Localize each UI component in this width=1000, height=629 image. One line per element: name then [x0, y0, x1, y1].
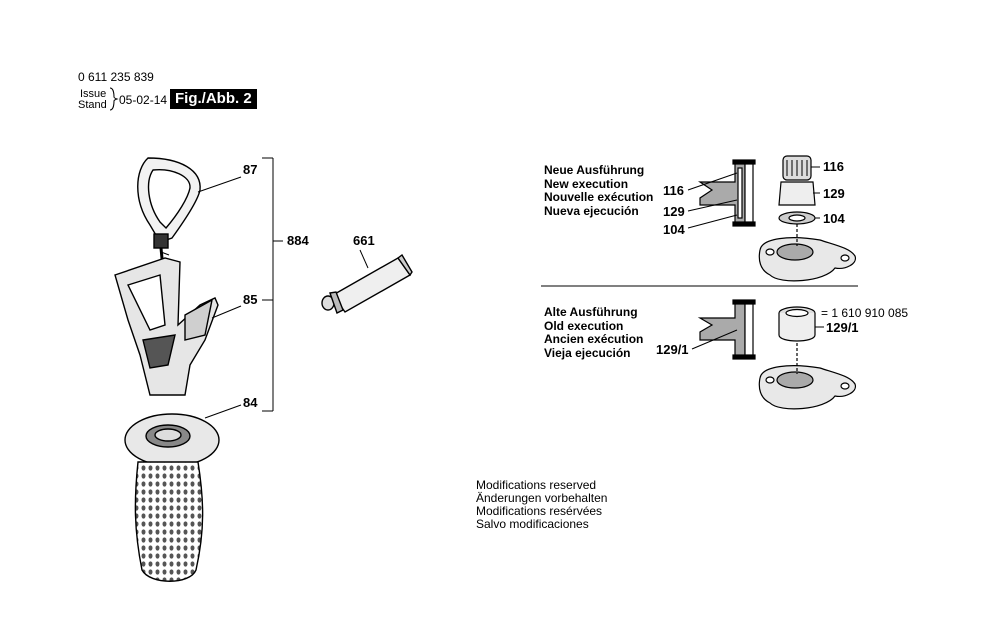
old-exploded-parts-drawing: [758, 306, 857, 410]
grip-part-drawing: [124, 413, 220, 582]
new-cross-section-drawing: [698, 159, 756, 227]
callout-84: 84: [243, 395, 258, 410]
old-right-129-1: 129/1: [826, 320, 859, 335]
old-cross-section-drawing: [697, 299, 756, 360]
old-version-line: Vieja ejecución: [544, 345, 631, 360]
modifications-line: Modifications resérvées: [476, 504, 603, 518]
left-leader-lines: [197, 157, 369, 419]
new-left-129: 129: [663, 204, 685, 219]
strap-part-drawing: [137, 157, 201, 301]
new-version-line: Neue Ausführung: [544, 163, 645, 177]
callout-87: 87: [243, 162, 258, 177]
old-version-line: Ancien exécution: [544, 332, 644, 346]
new-left-104: 104: [663, 222, 685, 237]
new-version-line: Nouvelle exécution: [544, 190, 654, 204]
new-version-line: New execution: [544, 176, 629, 191]
old-part-reference: = 1 610 910 085: [821, 306, 909, 320]
new-version-line: Nueva ejecución: [544, 203, 639, 218]
modifications-note: Modifications reserved Änderungen vorbeh…: [476, 479, 607, 531]
new-version-heading: Neue Ausführung New execution Nouvelle e…: [544, 163, 654, 218]
old-version-line: Old execution: [544, 318, 624, 333]
new-right-104: 104: [823, 211, 845, 226]
callout-661: 661: [353, 233, 375, 248]
modifications-line: Salvo modificaciones: [476, 517, 589, 531]
grease-tube-drawing: [321, 253, 413, 314]
callout-884: 884: [287, 233, 309, 248]
new-left-leaders: [687, 172, 738, 229]
brace-symbol: [109, 87, 119, 111]
old-left-129-1: 129/1: [656, 342, 689, 357]
figure-label: Fig./Abb. 2: [170, 89, 257, 109]
new-right-leaders: [811, 166, 820, 219]
issue-date: 05-02-14: [119, 93, 168, 107]
part-number: 0 611 235 839: [78, 70, 154, 84]
new-left-116: 116: [663, 183, 684, 198]
new-right-129: 129: [823, 186, 845, 201]
old-version-line: Alte Ausführung: [544, 305, 638, 319]
new-exploded-parts-drawing: [758, 155, 857, 282]
stand-label: Stand: [78, 99, 107, 111]
new-right-116: 116: [823, 159, 844, 174]
callout-85: 85: [243, 292, 258, 307]
old-version-heading: Alte Ausführung Old execution Ancien exé…: [544, 305, 644, 360]
modifications-line: Änderungen vorbehalten: [476, 491, 608, 505]
modifications-line: Modifications reserved: [476, 478, 597, 492]
handle-body-part-drawing: [114, 257, 219, 396]
old-left-leader: [691, 329, 738, 350]
issue-label: Issue: [80, 88, 107, 100]
